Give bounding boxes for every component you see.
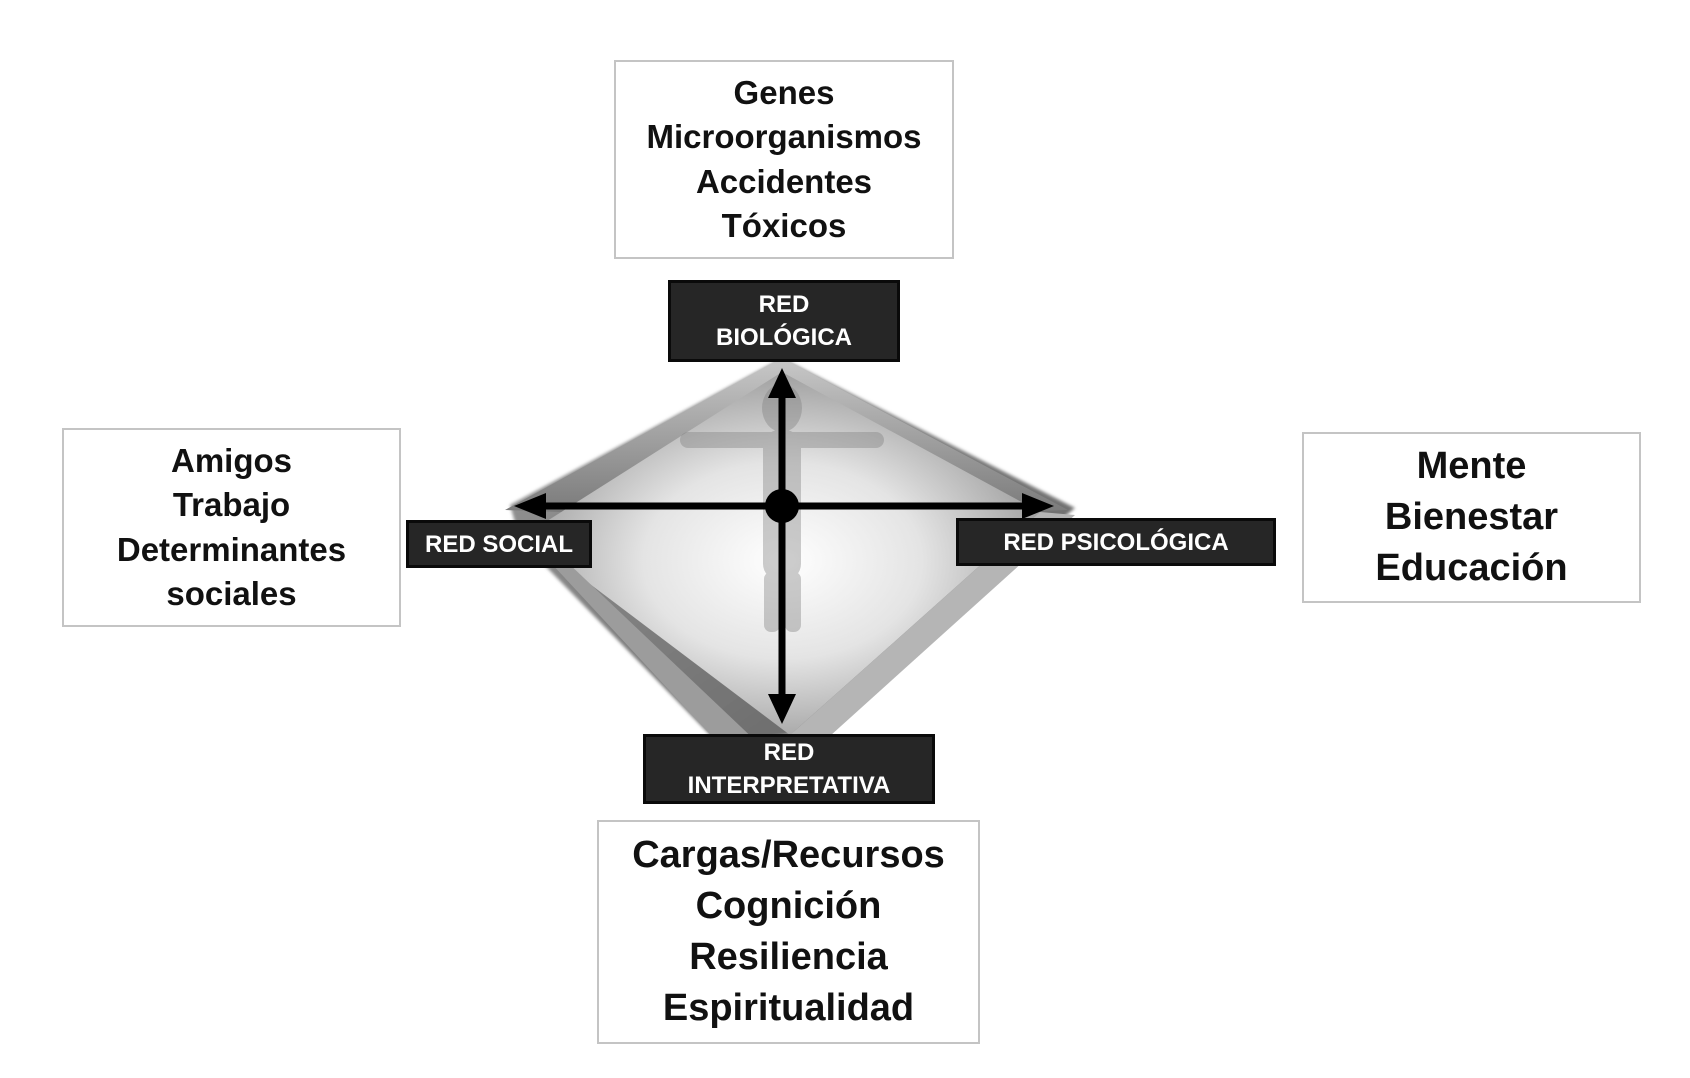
factor-text: sociales	[166, 575, 297, 612]
social-network-label: RED SOCIAL	[406, 520, 592, 568]
label-line: INTERPRETATIVA	[687, 772, 891, 799]
factor-text: Cognición	[695, 885, 882, 927]
biological-network-label: RED BIOLÓGICA	[668, 280, 900, 362]
psychological-factors-box: Mente Bienestar Educación	[1302, 432, 1641, 603]
label-line: RED SOCIAL	[424, 530, 573, 558]
arrowhead-left	[514, 493, 546, 519]
factor-text: Amigos	[170, 441, 292, 479]
factor-text: Microorganismos	[646, 118, 922, 155]
social-factors-box: Amigos Trabajo Determinantes sociales	[62, 428, 401, 627]
arrowhead-down	[768, 694, 796, 724]
arrowhead-right	[1022, 493, 1054, 519]
factor-text: Tóxicos	[721, 207, 847, 244]
label-line: RED PSICOLÓGICA	[1003, 528, 1229, 556]
factor-text: Genes	[733, 73, 835, 111]
center-node	[765, 489, 799, 523]
interpretative-factors-box: Cargas/Recursos Cognición Resiliencia Es…	[597, 820, 980, 1044]
label-line: RED	[758, 291, 810, 318]
arrows	[514, 368, 1054, 724]
factor-text: Espiritualidad	[662, 987, 915, 1029]
diamond-edge-left	[525, 535, 760, 745]
biological-factors-box: Genes Microorganismos Accidentes Tóxicos	[614, 60, 954, 259]
factor-text: Resiliencia	[689, 936, 888, 978]
factor-text: Determinantes	[116, 530, 347, 568]
factor-text: Bienestar	[1384, 496, 1559, 538]
label-line: BIOLÓGICA	[716, 324, 852, 351]
factor-text: Trabajo	[172, 486, 291, 523]
label-line: RED	[763, 739, 815, 766]
factor-text: Cargas/Recursos	[632, 834, 945, 876]
arrowhead-up	[768, 368, 796, 398]
diamond-edge-right	[790, 512, 1075, 745]
interpretative-network-label: RED INTERPRETATIVA	[643, 734, 935, 804]
factor-text: Mente	[1416, 445, 1527, 487]
psychological-network-label: RED PSICOLÓGICA	[956, 518, 1276, 566]
factor-text: Accidentes	[695, 162, 873, 200]
factor-text: Educación	[1375, 547, 1568, 589]
